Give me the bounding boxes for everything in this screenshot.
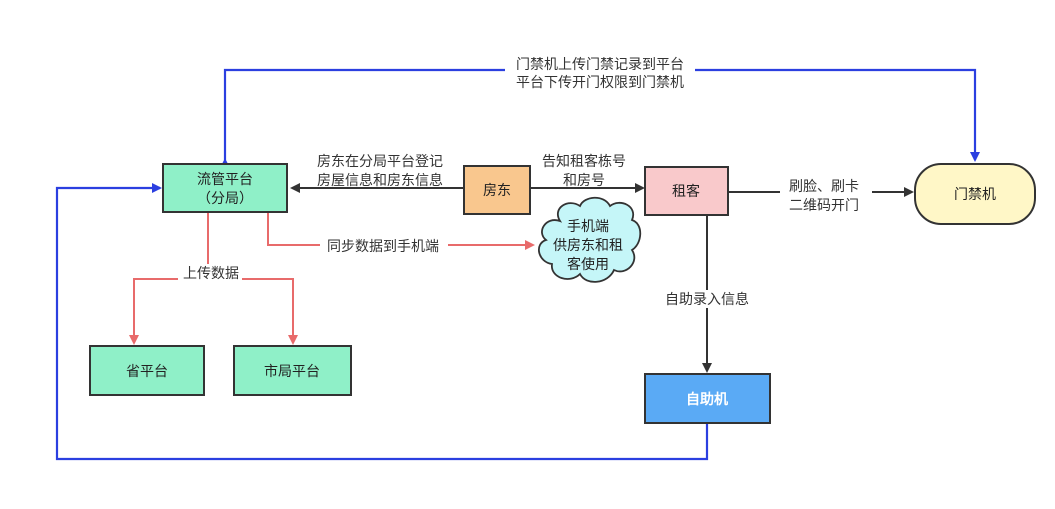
edge-zuke-menjin-line1: 刷脸、刷卡 xyxy=(789,179,859,195)
edge-fangdong-liuguan-line1: 房东在分局平台登记 xyxy=(317,154,443,170)
edge-sync-label: 同步数据到手机端 xyxy=(327,239,439,255)
edge-upload-label: 上传数据 xyxy=(183,266,239,282)
node-shoujiduan-line1: 手机端 xyxy=(567,219,609,235)
node-sheng-label: 省平台 xyxy=(126,364,168,380)
edge-top-loop-line1: 门禁机上传门禁记录到平台 xyxy=(516,57,684,73)
node-shoujiduan-line2: 供房东和租 xyxy=(553,238,623,254)
node-shiju-label: 市局平台 xyxy=(264,363,320,380)
node-zuke-label: 租客 xyxy=(672,183,700,200)
node-shoujiduan-cloud[interactable]: 手机端 供房东和租 客使用 xyxy=(538,196,642,283)
edge-zuke-zizhuji-label: 自助录入信息 xyxy=(665,291,749,308)
node-liuguan-line2: （分局） xyxy=(197,191,253,207)
edge-fangdong-liuguan-line2: 房屋信息和房东信息 xyxy=(317,172,443,189)
node-zizhuji[interactable]: 自助机 xyxy=(644,373,771,424)
edge-fangdong-zuke-line1: 告知租客栋号 xyxy=(542,153,626,170)
node-zuke[interactable]: 租客 xyxy=(644,166,729,216)
node-menjinji-label: 门禁机 xyxy=(954,187,996,203)
node-sheng-platform[interactable]: 省平台 xyxy=(89,345,205,396)
node-zizhuji-label: 自助机 xyxy=(686,391,728,408)
node-liuguan-line1: 流管平台 xyxy=(197,172,253,188)
upload-connector-to-sheng xyxy=(129,278,208,345)
node-shiju-platform[interactable]: 市局平台 xyxy=(233,345,352,396)
node-liuguan-platform[interactable]: 流管平台 （分局） xyxy=(162,163,288,213)
edge-zuke-menjin-line2: 二维码开门 xyxy=(789,198,859,214)
node-fangdong[interactable]: 房东 xyxy=(463,165,531,215)
bottom-loop-connector xyxy=(55,183,709,461)
node-shoujiduan-line3: 客使用 xyxy=(567,256,609,273)
node-menjinji[interactable]: 门禁机 xyxy=(914,163,1036,225)
edge-fangdong-zuke-line2: 和房号 xyxy=(563,173,605,189)
upload-connector-to-shiju xyxy=(208,278,298,345)
edge-top-loop-line2: 平台下传开门权限到门禁机 xyxy=(516,75,684,91)
node-fangdong-label: 房东 xyxy=(483,183,511,199)
